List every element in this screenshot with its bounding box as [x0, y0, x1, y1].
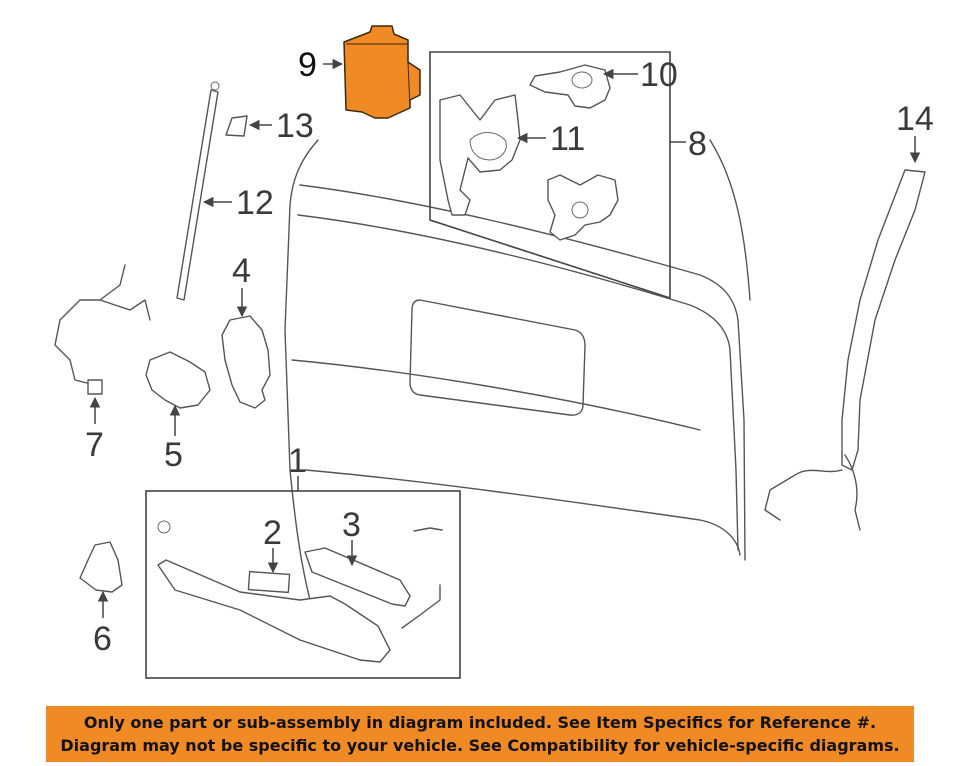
wiper-arm-part-14 — [764, 169, 926, 531]
callout-14: 14 — [896, 100, 934, 138]
callout-3: 3 — [342, 506, 361, 544]
emblem-part-2 — [247, 570, 291, 594]
parts-diagram: 9 10 11 8 13 12 4 5 7 6 1 2 3 14 — [54, 25, 934, 679]
handle-part-3 — [304, 547, 411, 607]
actuator-part — [547, 174, 619, 241]
applique-part — [157, 559, 391, 663]
disclaimer-line-2: Diagram may not be specific to your vehi… — [60, 736, 900, 755]
harness-part-7 — [54, 264, 151, 386]
callout-13: 13 — [276, 107, 314, 145]
disclaimer-line-1: Only one part or sub-assembly in diagram… — [83, 713, 877, 732]
callout-6: 6 — [93, 620, 112, 658]
callout-9: 9 — [298, 46, 317, 84]
callout-11: 11 — [550, 120, 585, 158]
module-part-9-highlighted — [343, 25, 421, 119]
callout-1: 1 — [288, 442, 307, 480]
liftgate-panel — [284, 139, 751, 601]
callout-4: 4 — [232, 252, 251, 290]
nut-part — [157, 520, 171, 534]
box-assembly-8 — [429, 51, 671, 300]
connector-part-7 — [87, 379, 103, 395]
callout-12: 12 — [236, 184, 274, 222]
callout-5: 5 — [164, 436, 183, 474]
callout-10: 10 — [640, 56, 678, 94]
callout-8: 8 — [688, 125, 707, 163]
callout-7: 7 — [85, 426, 104, 464]
disclaimer-banner: Only one part or sub-assembly in diagram… — [46, 706, 914, 762]
bolt-part — [413, 527, 443, 532]
box-assembly-1 — [145, 490, 461, 679]
clip-part-6 — [79, 541, 123, 593]
callout-2: 2 — [263, 514, 282, 552]
harness-part-1 — [401, 584, 441, 629]
strut-part-12 — [176, 81, 220, 301]
lock-part-4 — [221, 315, 271, 409]
switch-part — [529, 64, 611, 109]
latch-part — [439, 94, 521, 216]
actuator-part-5 — [145, 351, 211, 409]
clip-part-13 — [225, 115, 248, 137]
